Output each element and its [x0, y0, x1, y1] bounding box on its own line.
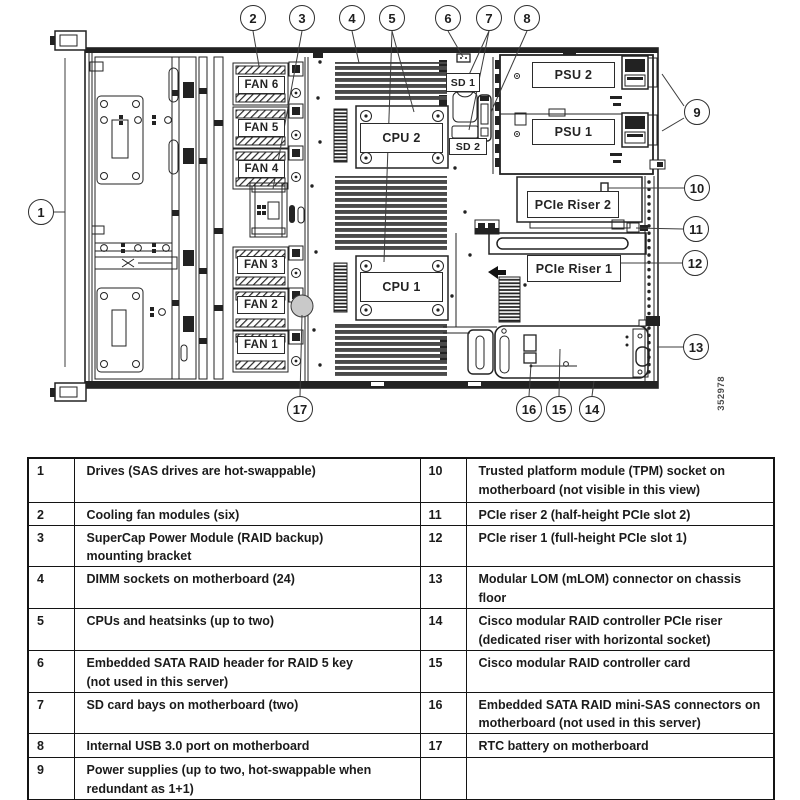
- legend-desc-cell: Modular LOM (mLOM) connector on chassis …: [465, 566, 775, 609]
- callout-16: 16: [516, 396, 542, 422]
- callout-12: 12: [682, 250, 708, 276]
- legend-desc-cell: CPUs and heatsinks (up to two): [73, 608, 421, 651]
- callout-15: 15: [546, 396, 572, 422]
- legend-num-cell: 8: [27, 733, 75, 758]
- legend-desc-cell: Embedded SATA RAID header for RAID 5 key…: [73, 650, 421, 693]
- callout-3: 3: [289, 5, 315, 31]
- legend-num-cell: 14: [419, 608, 467, 651]
- pcie-riser1-label: PCIe Riser 1: [527, 255, 621, 282]
- legend-desc-cell: Cisco modular RAID controller PCIe riser…: [465, 608, 775, 651]
- pcie-riser2-label: PCIe Riser 2: [527, 191, 619, 218]
- legend-desc-cell: Cisco modular RAID controller card: [465, 650, 775, 693]
- table-row: 2 Cooling fan modules (six) 11 PCIe rise…: [27, 501, 775, 526]
- legend-desc-cell: SuperCap Power Module (RAID backup) moun…: [73, 524, 421, 567]
- power-connector-combs: [333, 108, 348, 313]
- legend-desc-cell: PCIe riser 1 (full-height PCIe slot 1): [465, 524, 775, 567]
- callout-11: 11: [683, 216, 709, 242]
- legend-num-cell: 5: [27, 608, 75, 651]
- callout-14: 14: [579, 396, 605, 422]
- callout-4: 4: [339, 5, 365, 31]
- callout-10: 10: [684, 175, 710, 201]
- chassis-outline: [84, 47, 659, 389]
- fan-modules: [232, 62, 289, 373]
- cpu2-label: CPU 2: [360, 123, 443, 153]
- rack-ears: [50, 30, 87, 402]
- legend-num-cell: 16: [419, 691, 467, 734]
- callout-17: 17: [287, 396, 313, 422]
- table-row: 4 DIMM sockets on motherboard (24) 13 Mo…: [27, 566, 775, 609]
- legend-desc-cell: Drives (SAS drives are hot-swappable): [73, 457, 421, 503]
- legend-num-cell: 6: [27, 650, 75, 693]
- callout-8: 8: [514, 5, 540, 31]
- fan5-label: FAN 5: [238, 119, 285, 137]
- fan-connectors: [288, 61, 305, 366]
- legend-num-cell: 17: [419, 733, 467, 758]
- legend-num-cell: [419, 757, 467, 800]
- callout-5: 5: [379, 5, 405, 31]
- figure-id-code: 352978: [716, 376, 727, 411]
- table-row: 8 Internal USB 3.0 port on motherboard 1…: [27, 733, 775, 758]
- legend-desc-cell: Trusted platform module (TPM) socket on …: [465, 457, 775, 503]
- fan4-label: FAN 4: [238, 160, 285, 178]
- sd-usb-cluster: [451, 53, 492, 142]
- callout-leader-lines: [54, 30, 685, 397]
- legend-desc-cell: Cooling fan modules (six): [73, 501, 421, 526]
- legend-table: 1 Drives (SAS drives are hot-swappable) …: [27, 457, 775, 800]
- legend-desc-cell: SD card bays on motherboard (two): [73, 691, 421, 734]
- chassis-rails: [198, 56, 309, 381]
- supercap-bracket: [249, 182, 288, 238]
- fan6-label: FAN 6: [238, 76, 285, 94]
- cpu1-label: CPU 1: [360, 272, 443, 302]
- dimm-banks: [335, 62, 447, 376]
- legend-num-cell: 13: [419, 566, 467, 609]
- legend-desc-cell: Power supplies (up to two, hot-swappable…: [73, 757, 421, 800]
- chassis-line-art: [50, 30, 685, 402]
- legend-num-cell: 1: [27, 457, 75, 503]
- callout-9: 9: [684, 99, 710, 125]
- pcie-riser1-assembly: [443, 219, 647, 334]
- table-row: 7 SD card bays on motherboard (two) 16 E…: [27, 691, 775, 734]
- legend-desc-cell: RTC battery on motherboard: [465, 733, 775, 758]
- legend-num-cell: 12: [419, 524, 467, 567]
- mlom-heatsink: [488, 266, 521, 323]
- callout-13: 13: [683, 334, 709, 360]
- fan1-label: FAN 1: [237, 336, 285, 354]
- table-row: 9 Power supplies (up to two, hot-swappab…: [27, 757, 775, 800]
- table-row: 5 CPUs and heatsinks (up to two) 14 Cisc…: [27, 608, 775, 651]
- legend-num-cell: 10: [419, 457, 467, 503]
- legend-num-cell: 7: [27, 691, 75, 734]
- legend-desc-cell: [465, 757, 775, 800]
- legend-desc-cell: DIMM sockets on motherboard (24): [73, 566, 421, 609]
- screw-clusters: [100, 115, 172, 317]
- fan2-label: FAN 2: [237, 296, 285, 314]
- drive-bay-area: [89, 56, 197, 380]
- legend-num-cell: 4: [27, 566, 75, 609]
- raid-controller-tray: [467, 325, 650, 379]
- legend-num-cell: 2: [27, 501, 75, 526]
- table-row: 3 SuperCap Power Module (RAID backup) mo…: [27, 524, 775, 567]
- psu1-label: PSU 1: [532, 119, 615, 145]
- callout-2: 2: [240, 5, 266, 31]
- legend-desc-cell: Embedded SATA RAID mini-SAS connectors o…: [465, 691, 775, 734]
- legend-desc-cell: PCIe riser 2 (half-height PCIe slot 2): [465, 501, 775, 526]
- legend-num-cell: 11: [419, 501, 467, 526]
- legend-desc-cell: Internal USB 3.0 port on motherboard: [73, 733, 421, 758]
- legend-num-cell: 15: [419, 650, 467, 693]
- sd1-label: SD 1: [446, 73, 480, 92]
- psu2-label: PSU 2: [532, 62, 615, 88]
- sd2-label: SD 2: [449, 138, 487, 155]
- fan3-label: FAN 3: [237, 256, 285, 274]
- table-row: 1 Drives (SAS drives are hot-swappable) …: [27, 457, 775, 503]
- legend-num-cell: 3: [27, 524, 75, 567]
- legend-num-cell: 9: [27, 757, 75, 800]
- callout-1: 1: [28, 199, 54, 225]
- right-chassis-rail: [638, 159, 666, 381]
- server-top-view-figure: FAN 6 FAN 5 FAN 4 FAN 3 FAN 2 FAN 1 CPU …: [28, 5, 727, 422]
- callout-7: 7: [476, 5, 502, 31]
- table-row: 6 Embedded SATA RAID header for RAID 5 k…: [27, 650, 775, 693]
- rtc-battery: [290, 294, 314, 318]
- callout-6: 6: [435, 5, 461, 31]
